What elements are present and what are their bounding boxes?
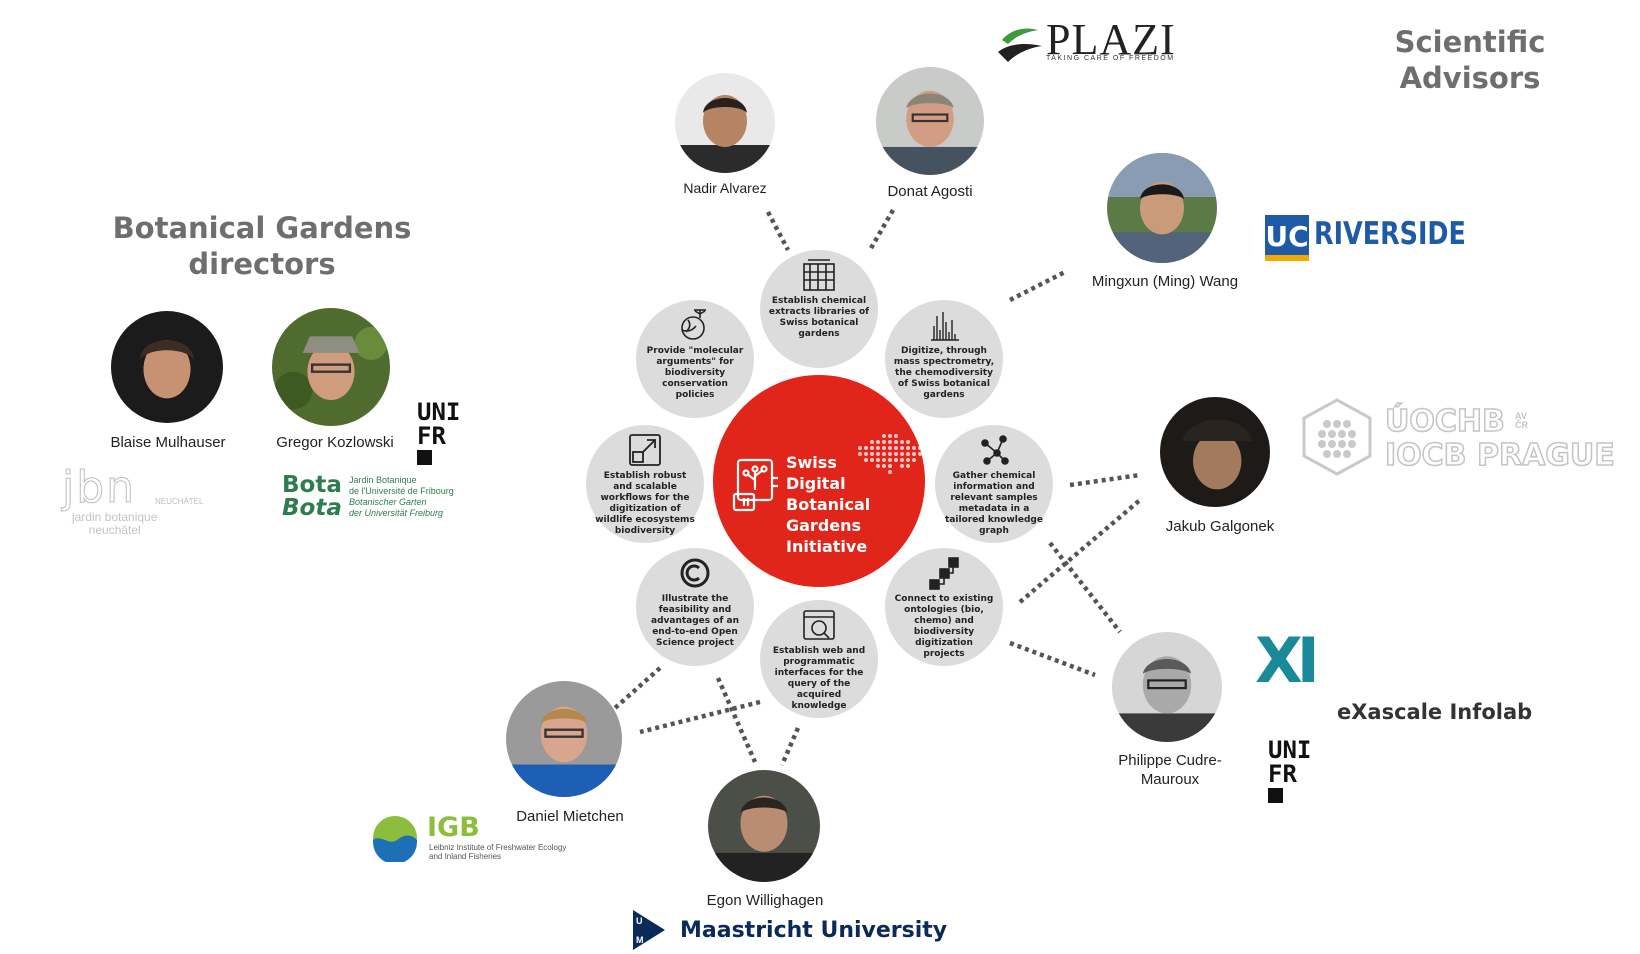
name-jakub-galgonek: Jakub Galgonek xyxy=(1165,518,1275,535)
unifr-right-line1: UNI xyxy=(1268,736,1312,764)
botanical-gardens-heading: Botanical Gardens directors xyxy=(112,211,412,282)
bota-line2: Bota xyxy=(282,495,342,521)
avatar-mingxun-wang xyxy=(1107,153,1217,263)
goal-web-interfaces: Establish web and programmatic interface… xyxy=(760,600,878,718)
maastricht-um-icon: U M xyxy=(633,910,665,950)
connector-daniel-openscience xyxy=(613,666,662,710)
name-egon-willighagen: Egon Willighagen xyxy=(706,892,824,909)
center-initiative-circle xyxy=(713,375,925,587)
avatar-donat-agosti xyxy=(876,67,984,175)
uochb-side-text: AV ČR xyxy=(1515,411,1528,430)
goal-connect-ontologies: Connect to existing ontologies (bio, che… xyxy=(885,548,1003,666)
connector-nadir xyxy=(766,210,790,252)
connector-ming xyxy=(1008,269,1067,303)
name-blaise-mulhauser: Blaise Mulhauser xyxy=(110,434,226,451)
spectrometry-icon xyxy=(931,312,959,341)
name-donat-agosti: Donat Agosti xyxy=(887,183,973,200)
connector-donat xyxy=(868,208,895,252)
unifr-logo-right: UNI FR xyxy=(1268,738,1311,803)
scientific-advisors-heading: Scientific Advisors xyxy=(1394,25,1546,96)
name-daniel-mietchen: Daniel Mietchen xyxy=(516,808,624,825)
goal-robust-workflows: Establish robust and scalable workflows … xyxy=(586,425,704,543)
name-philippe-cudre-mauroux: Philippe Cudre- Mauroux xyxy=(1118,752,1222,788)
bota-logo-mark: Bota Bota xyxy=(282,474,342,520)
connector-jakub-ontology xyxy=(1018,498,1142,604)
workflow-icon xyxy=(629,434,661,466)
avatar-daniel-mietchen xyxy=(506,681,622,797)
open-science-icon xyxy=(680,558,710,588)
name-mingxun-wang: Mingxun (Ming) Wang xyxy=(1091,273,1239,290)
unifr-left-line1: UNI xyxy=(417,398,461,426)
avatar-nadir-alvarez xyxy=(675,73,775,173)
goal-knowledge-graph: Gather chemical information and relevant… xyxy=(935,425,1053,543)
web-interface-icon xyxy=(803,610,835,640)
goal-chemical-extracts: Establish chemical extracts libraries of… xyxy=(760,250,878,368)
ucr-riverside-text: RIVERSIDE xyxy=(1314,216,1466,252)
extract-library-icon xyxy=(803,259,835,291)
connector-daniel-web xyxy=(639,699,761,735)
igb-text: IGB xyxy=(427,812,480,843)
avatar-jakub-galgonek xyxy=(1160,397,1270,507)
plazi-tagline: TAKING CARE OF FREEDOM xyxy=(1046,55,1175,62)
bota-subtitle: Jardin Botanique de l'Université de Frib… xyxy=(349,475,454,518)
plazi-leaf-icon xyxy=(998,28,1042,62)
unifr-logo-left: UNI FR xyxy=(417,400,460,465)
center-initiative-title: Swiss Digital Botanical Gardens Initiati… xyxy=(786,453,871,556)
xi-logo-mark: XI xyxy=(1255,624,1320,697)
swiss-map-dots-icon xyxy=(858,434,922,474)
connector-philippe-graph xyxy=(1048,541,1122,634)
connector-egon-web xyxy=(779,727,801,766)
goal-open-science: Illustrate the feasibility and advantage… xyxy=(636,548,754,666)
avatar-gregor-kozlowski xyxy=(272,308,390,426)
jbn-subtitle: jardin botanique neuchâtel xyxy=(72,510,158,537)
avatar-philippe-cudre-mauroux xyxy=(1112,632,1222,742)
igb-wave-icon xyxy=(373,816,417,862)
bota-line1: Bota xyxy=(282,472,342,498)
name-gregor-kozlowski: Gregor Kozlowski xyxy=(276,434,394,451)
connector-egon-openscience xyxy=(715,677,758,763)
unifr-left-square xyxy=(417,450,432,465)
digital-plant-icon xyxy=(732,458,778,512)
connector-jakub-graph xyxy=(1069,472,1141,488)
ucr-gold-bar xyxy=(1265,255,1309,261)
name-nadir-alvarez: Nadir Alvarez xyxy=(683,180,767,196)
jbn-logo-mark: jbn xyxy=(61,462,137,514)
ontology-connect-icon xyxy=(929,557,959,590)
ucr-uc-mark: UC xyxy=(1265,220,1309,253)
unifr-left-line2: FR xyxy=(417,422,446,450)
goal-digitize-spectrometry: Digitize, through mass spectrometry, the… xyxy=(885,300,1003,418)
plazi-logo-text: PLAZI xyxy=(1046,15,1176,64)
unifr-right-line2: FR xyxy=(1268,760,1297,788)
um-u-letter: U xyxy=(636,916,643,926)
ucr-logo: UC xyxy=(1265,215,1309,259)
avatar-egon-willighagen xyxy=(708,770,820,882)
molecular-plant-icon xyxy=(681,309,706,340)
igb-subtitle: Leibniz Institute of Freshwater Ecology … xyxy=(429,843,567,861)
avatar-blaise-mulhauser xyxy=(111,311,223,423)
unifr-right-square xyxy=(1268,788,1283,803)
goal-molecular-arguments: Provide "molecular arguments" for biodiv… xyxy=(636,300,754,418)
knowledge-graph-icon xyxy=(981,435,1009,465)
uochb-text: ÚOCHB xyxy=(1384,403,1505,440)
iocb-prague-text: IOCB PRAGUE xyxy=(1384,437,1615,474)
exascale-infolab-text: eXascale Infolab xyxy=(1337,700,1533,724)
maastricht-university-text: Maastricht University xyxy=(680,918,948,943)
iocb-hex-icon xyxy=(1302,398,1372,476)
jbn-city-text: NEUCHÂTEL xyxy=(155,497,204,506)
um-m-letter: M xyxy=(636,935,644,945)
connector-philippe-ontology xyxy=(1009,640,1096,678)
